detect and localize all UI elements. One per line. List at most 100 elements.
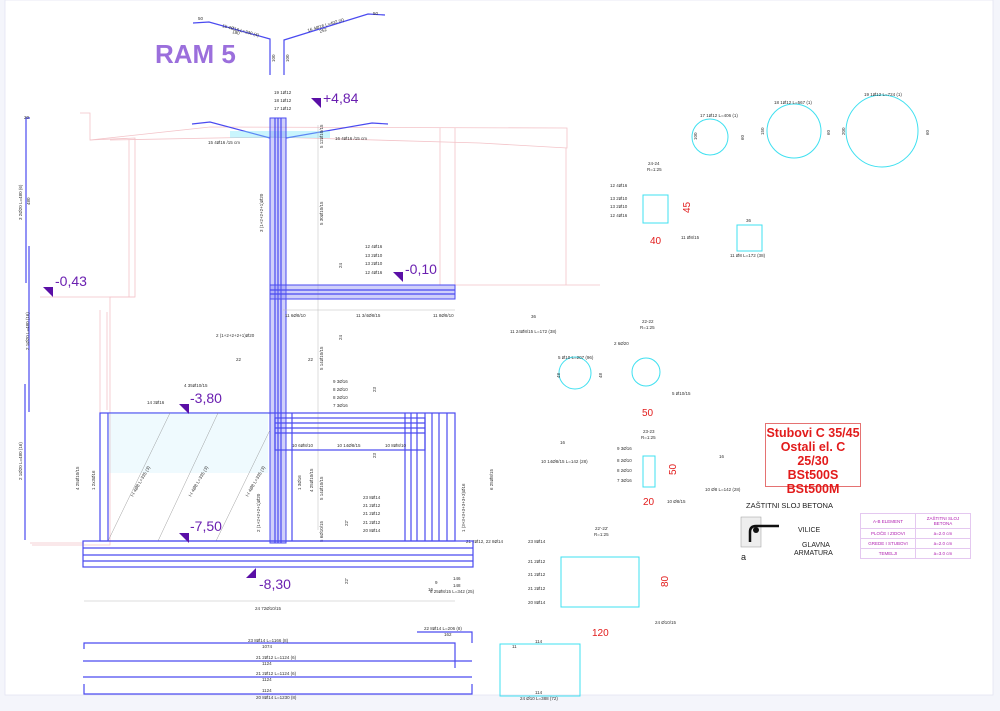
bar-label: 20 8Ø14 L=1230 (8) <box>256 695 297 700</box>
dim: 50 <box>373 11 379 16</box>
bar-label: 5 14Ø10/15 <box>319 346 324 370</box>
bar-label: 5 Ø10 L=207 (96) <box>558 355 594 360</box>
dim: 40 <box>650 236 662 247</box>
section-scale: R=1:25 <box>647 167 662 172</box>
bar-label: 13 2Ø10 <box>365 261 383 266</box>
level-marker: -0,10 <box>405 261 437 277</box>
dim: 50 <box>198 16 204 21</box>
bar-label: 5 Ø10/15 <box>672 391 691 396</box>
dim: 16 <box>428 587 434 592</box>
mid-beam: 12 4Ø16 13 2Ø10 13 2Ø10 12 4Ø16 11 6Ø8/1… <box>184 244 456 408</box>
foundation: 24 72Ø10/15 16 9 146 148 6 25Ø8/15 L=342… <box>82 540 475 611</box>
bar-label: 1 (3+3+3+3+3+3+3)Ø16 <box>461 483 466 532</box>
note-line: BSt500S <box>787 468 839 482</box>
bar-label: 1 2x3Ø16 <box>91 470 96 490</box>
section-mark: 22' <box>344 520 349 526</box>
roof-slab-bars: 15 4Ø16 /15 cm 16 4Ø16 /15 cm <box>191 121 389 145</box>
bar-label: 12 4Ø16 <box>610 183 628 188</box>
cover-table: A-B ELEMENT ZAŠTITNI SLOJ BETONA PLOČE I… <box>860 513 971 559</box>
section-mark: 23 <box>372 386 377 392</box>
section-22p-22p: 22'-22' R=1:25 23 8Ø14 21 2Ø12 21 2Ø12 2… <box>528 526 677 639</box>
bar-label: 5 14Ø10/15 <box>319 476 324 500</box>
bar-label: 1 3Ø16 <box>297 475 302 490</box>
dim: 180 <box>232 29 241 36</box>
dim: 100 <box>271 54 276 62</box>
central-column: 19 1Ø12 18 1Ø12 17 1Ø12 3 (1+2+2+2+1)Ø20… <box>259 90 324 544</box>
label-a: a <box>741 552 746 562</box>
bar-label: 2 1Ø20 L=480 (16) <box>18 442 23 480</box>
label-glavna: GLAVNA <box>802 542 830 549</box>
cell: TEMELJI <box>860 548 916 559</box>
section-scale: R=1:25 <box>594 532 609 537</box>
section-scale: R=1:25 <box>641 435 656 440</box>
bar-label: 21 2Ø12 L=1124 (6) <box>256 655 297 660</box>
section-mark: 24 <box>338 334 343 340</box>
note-line: Ostali el. C 25/30 <box>780 440 846 468</box>
bar-label: 19 1Ø12 L=724 (1) <box>864 92 902 97</box>
bar-label: 11 8Ø8/10 <box>433 313 454 318</box>
bar-label: 11 24Ø8/15 L=172 (38) <box>510 329 557 334</box>
dim: 60 <box>925 129 930 135</box>
note-line: Stubovi C 35/45 <box>766 426 860 440</box>
dim: 16 <box>560 440 566 445</box>
bar-label: 21 2Ø12 <box>363 520 381 525</box>
dim: 50 <box>642 408 654 419</box>
bar-label: 24 Ø10/15 <box>655 620 677 625</box>
dim: 36 <box>746 218 752 223</box>
bar-label: 5 30Ø10/15 <box>319 201 324 225</box>
section-mark: 22 <box>308 357 314 362</box>
dim: 80 <box>660 575 671 587</box>
bar-label: 17 1Ø12 L=406 (1) <box>700 113 738 118</box>
section-title: 23-23 <box>643 429 655 434</box>
table-header: A-B ELEMENT ZAŠTITNI SLOJ BETONA <box>860 513 971 529</box>
drawing-title: RAM 5 <box>155 39 236 69</box>
bar-label: 3 (1+2+2+2+1)Ø20 <box>259 193 264 232</box>
bar-label: 21 2Ø12 <box>528 559 546 564</box>
cell: a=2.0 cm <box>915 538 971 549</box>
detail-misc: 11 24Ø8/15 L=172 (38) 36 5 Ø10 L=207 (96… <box>510 314 603 390</box>
bar-label: 2 6Ø20 <box>614 341 629 346</box>
label-armatura: ARMATURA <box>794 550 833 557</box>
bar-label: 10 Ø8 L=142 (28) <box>705 487 741 492</box>
bar-label: 21 2Ø12 <box>363 511 381 516</box>
dim: 150 <box>760 127 765 135</box>
bar-label: 13 2Ø10 <box>365 253 383 258</box>
bar-label: 5 6Ø10/15 <box>319 520 324 542</box>
level-marker: -7,50 <box>190 518 222 534</box>
cover-title: ZAŠTITNI SLOJ BETONA <box>746 501 833 510</box>
dim: 1124 <box>262 688 272 693</box>
dim: 11 <box>512 644 517 649</box>
bar-label: 11 3/4Ø8/15 <box>356 313 381 318</box>
bar-label: 21 2Ø12 L=1124 (6) <box>256 671 297 676</box>
bar-label: 14 3Ø16 <box>147 400 165 405</box>
lower-frame: 14 3Ø16 I-I 4Ø8 L=335 (3) I-I 4Ø8 L=335 … <box>75 400 504 584</box>
header-cell: A-B ELEMENT <box>860 513 916 529</box>
dim: 60 <box>826 129 831 135</box>
bar-label: 10 14Ø8/15 <box>337 443 361 448</box>
bar-label: 9 3Ø16 <box>617 446 632 451</box>
bar-15 <box>192 21 271 75</box>
table-row: TEMELJI a=3.0 cm <box>860 548 971 559</box>
spiral-details: 17 1Ø12 L=406 (1) 100 60 18 1Ø12 L=567 (… <box>691 92 930 168</box>
bar-schedule: 22 8Ø14 L=206 (8) 162 23 8Ø14 L=1166 (8)… <box>83 626 581 701</box>
left-wall-bars: 20 3 2Ø20 L=480 (6) 480 2 1Ø20 L=480 (16… <box>18 115 31 540</box>
dim: 162 <box>444 632 452 637</box>
section-scale: R=1:25 <box>640 325 655 330</box>
bar-label: 10 6Ø8/10 <box>292 443 314 448</box>
concrete-outline <box>30 112 600 546</box>
section-mark: 22' <box>344 578 349 584</box>
cell: a=2.0 cm <box>915 528 971 539</box>
cell: a=3.0 cm <box>915 548 971 559</box>
bar-label: 2 (1+2+2+2+1)Ø20 <box>256 493 261 532</box>
bar-label: 11 Ø8 L=172 (38) <box>730 253 766 258</box>
bar-label: 8 2Ø10 <box>333 395 348 400</box>
dim: 100 <box>285 54 290 62</box>
level-marker: -3,80 <box>190 390 222 406</box>
level-marker: +4,84 <box>323 90 359 106</box>
dim: 48 <box>598 372 603 378</box>
bar-label: 4 25Ø10/15 <box>309 468 314 492</box>
cell: PLOČE I ZIDOVI <box>860 528 916 539</box>
material-notes: Stubovi C 35/45 Ostali el. C 25/30 BSt50… <box>765 423 861 496</box>
dim: 252 <box>319 27 328 34</box>
